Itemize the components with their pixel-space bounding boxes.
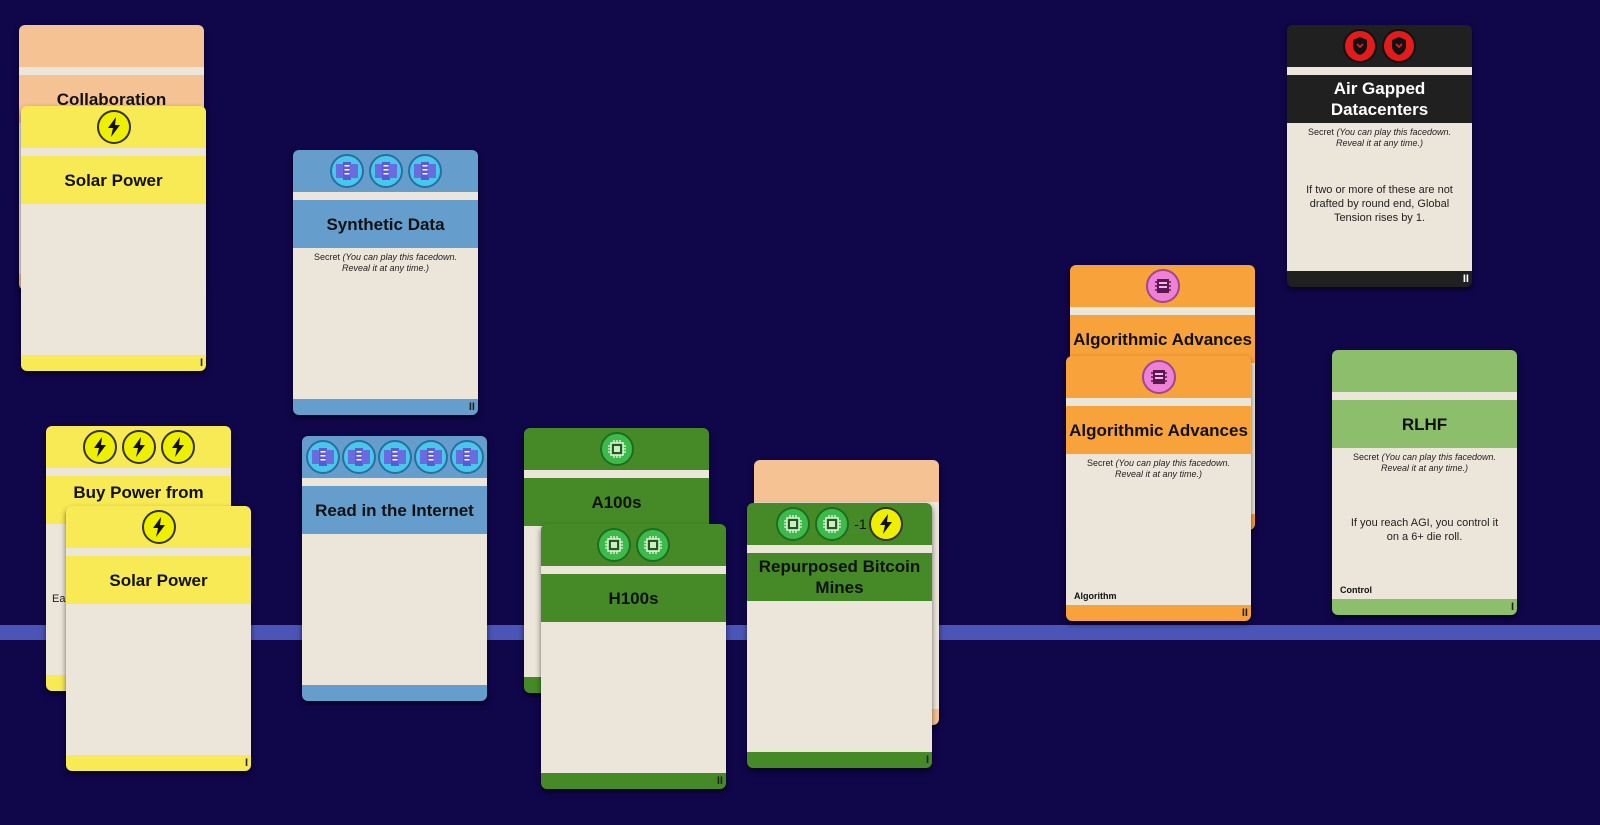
card-effect-text: If two or more of these are not drafted … xyxy=(1306,184,1453,224)
chip-icon xyxy=(815,507,850,541)
algorithm-icon xyxy=(1141,360,1176,394)
card-icons xyxy=(1070,265,1255,307)
card-icons xyxy=(524,428,709,470)
card-icons xyxy=(21,106,206,148)
card-effect-text: If you reach AGI, you control it on a 6+… xyxy=(1350,517,1499,543)
power-cost-modifier: -1 xyxy=(854,516,867,532)
card-category: Control xyxy=(1340,585,1372,595)
card-solar-power[interactable]: Solar Power I xyxy=(21,106,206,371)
card-title: Synthetic Data xyxy=(293,200,478,248)
card-title: Repurposed Bitcoin Mines xyxy=(747,553,932,601)
datacenter-icon xyxy=(407,154,442,188)
chip-icon xyxy=(636,528,670,562)
power-icon xyxy=(96,110,131,144)
power-icon xyxy=(141,510,176,544)
card-secret-text: Secret (You can play this facedown. Reve… xyxy=(1307,127,1452,148)
card-air-gapped-datacenters[interactable]: Air Gapped Datacenters Secret (You can p… xyxy=(1287,25,1472,287)
card-title: Solar Power xyxy=(21,156,206,204)
card-rlhf[interactable]: RLHF Secret (You can play this facedown.… xyxy=(1332,350,1517,615)
power-icon xyxy=(868,507,903,541)
power-icon xyxy=(160,430,195,464)
card-tier: I xyxy=(244,757,248,769)
card-tier: II xyxy=(1462,273,1469,285)
shield-icon xyxy=(1343,29,1377,63)
datacenter-icon xyxy=(449,440,484,474)
card-icon-band xyxy=(19,25,204,67)
card-title: Solar Power xyxy=(66,556,251,604)
card-tier: I xyxy=(199,357,203,369)
datacenter-icon xyxy=(413,440,448,474)
card-title: A100s xyxy=(524,478,709,526)
card-secret-text: Secret (You can play this facedown. Reve… xyxy=(313,252,458,273)
card-algorithmic-advances[interactable]: Algorithmic Advances Secret (You can pla… xyxy=(1066,356,1251,621)
datacenter-icon xyxy=(341,440,376,474)
card-tier: I xyxy=(925,754,929,766)
card-tier: II xyxy=(1241,607,1248,619)
card-title: Read in the Internet xyxy=(302,486,487,534)
card-icons xyxy=(46,426,231,468)
card-icons xyxy=(1066,356,1251,398)
card-text-fragment: Ea xyxy=(52,593,66,605)
card-solar-power[interactable]: Solar Power I xyxy=(66,506,251,771)
shield-icon xyxy=(1382,29,1416,63)
datacenter-icon xyxy=(368,154,403,188)
card-title: Algorithmic Advances xyxy=(1070,315,1255,363)
card-read-in-the-internet[interactable]: Read in the Internet xyxy=(302,436,487,701)
algorithm-icon xyxy=(1145,269,1180,303)
card-tier: II xyxy=(468,401,475,413)
card-icons xyxy=(1287,25,1472,67)
card-tier: I xyxy=(1510,601,1514,613)
chip-icon xyxy=(597,528,631,562)
card-title: Algorithmic Advances xyxy=(1066,406,1251,454)
card-title: Air Gapped Datacenters xyxy=(1287,75,1472,123)
card-icons: -1 xyxy=(747,503,932,545)
power-icon xyxy=(82,430,117,464)
card-secret-text: Secret (You can play this facedown. Reve… xyxy=(1086,458,1231,479)
card-h100s[interactable]: H100s II xyxy=(541,524,726,789)
card-synthetic-data[interactable]: Synthetic Data Secret (You can play this… xyxy=(293,150,478,415)
datacenter-icon xyxy=(377,440,412,474)
card-repurposed-bitcoin-mines[interactable]: -1 Repurposed Bitcoin Mines I xyxy=(747,503,932,768)
card-icons xyxy=(302,436,487,478)
chip-icon xyxy=(776,507,811,541)
card-icons xyxy=(66,506,251,548)
card-secret-text: Secret (You can play this facedown. Reve… xyxy=(1352,452,1497,473)
card-title: H100s xyxy=(541,574,726,622)
chip-icon xyxy=(599,432,634,466)
datacenter-icon xyxy=(305,440,340,474)
card-title: RLHF xyxy=(1332,400,1517,448)
card-category: Algorithm xyxy=(1074,591,1117,601)
card-icons xyxy=(541,524,726,566)
datacenter-icon xyxy=(329,154,364,188)
card-icons xyxy=(293,150,478,192)
card-tier: II xyxy=(716,775,723,787)
power-icon xyxy=(121,430,156,464)
